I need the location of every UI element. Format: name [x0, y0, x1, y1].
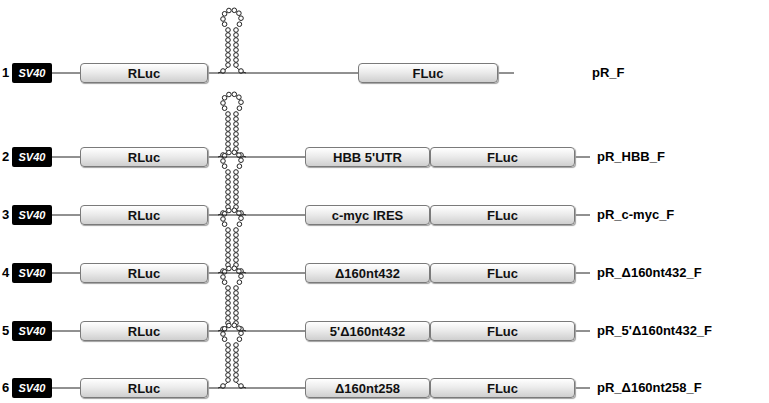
- box-label: SV40: [19, 151, 46, 163]
- box-label: RLuc: [128, 150, 161, 165]
- dna-line: [208, 157, 305, 158]
- box-label: SV40: [19, 382, 46, 394]
- reporter-gene: FLuc: [358, 63, 498, 83]
- promoter-box: SV40: [12, 321, 52, 341]
- promoter-box: SV40: [12, 147, 52, 167]
- row-number: 3: [2, 207, 9, 223]
- box-label: Δ160nt258: [335, 381, 400, 396]
- box-label: RLuc: [128, 381, 161, 396]
- reporter-gene: FLuc: [430, 263, 575, 283]
- tail-line: [498, 73, 514, 74]
- dna-line: [208, 73, 358, 74]
- promoter-box: SV40: [12, 205, 52, 225]
- reporter-gene: RLuc: [80, 378, 208, 398]
- reporter-gene: RLuc: [80, 263, 208, 283]
- dna-line: [208, 215, 305, 216]
- construct-name: pR_F: [592, 65, 625, 81]
- box-label: FLuc: [487, 150, 518, 165]
- dna-line: [52, 73, 80, 74]
- construct-name: pR_HBB_F: [597, 149, 665, 165]
- box-label: FLuc: [487, 266, 518, 281]
- dna-line: [208, 331, 305, 332]
- construct-name: pR_Δ160nt258_F: [597, 380, 702, 396]
- row-number: 2: [2, 149, 9, 165]
- box-label: 5'Δ160nt432: [330, 324, 405, 339]
- dna-line: [52, 331, 80, 332]
- box-label: FLuc: [487, 324, 518, 339]
- box-label: FLuc: [487, 208, 518, 223]
- tail-line: [575, 157, 590, 158]
- tail-line: [575, 331, 590, 332]
- insert-element: Δ160nt258: [305, 378, 430, 398]
- rna-hairpin: [218, 266, 246, 331]
- box-label: HBB 5'UTR: [333, 150, 402, 165]
- dna-line: [52, 215, 80, 216]
- insert-element: Δ160nt432: [305, 263, 430, 283]
- box-label: FLuc: [412, 66, 443, 81]
- reporter-gene: FLuc: [430, 147, 575, 167]
- reporter-gene: FLuc: [430, 378, 575, 398]
- dna-line: [52, 273, 80, 274]
- rna-hairpin: [218, 8, 246, 73]
- insert-element: 5'Δ160nt432: [305, 321, 430, 341]
- box-label: RLuc: [128, 208, 161, 223]
- tail-line: [575, 388, 590, 389]
- promoter-box: SV40: [12, 263, 52, 283]
- box-label: c-myc IRES: [332, 208, 404, 223]
- box-label: SV40: [19, 209, 46, 221]
- reporter-gene: FLuc: [430, 321, 575, 341]
- reporter-gene: FLuc: [430, 205, 575, 225]
- box-label: SV40: [19, 67, 46, 79]
- rna-hairpin: [218, 92, 246, 157]
- box-label: Δ160nt432: [335, 266, 400, 281]
- dna-line: [52, 157, 80, 158]
- dna-line: [208, 273, 305, 274]
- box-label: SV40: [19, 267, 46, 279]
- tail-line: [575, 215, 590, 216]
- box-label: RLuc: [128, 266, 161, 281]
- row-number: 6: [2, 380, 9, 396]
- insert-element: c-myc IRES: [305, 205, 430, 225]
- dna-line: [208, 388, 305, 389]
- box-label: RLuc: [128, 66, 161, 81]
- box-label: RLuc: [128, 324, 161, 339]
- box-label: FLuc: [487, 381, 518, 396]
- row-number: 4: [2, 265, 9, 281]
- insert-element: HBB 5'UTR: [305, 147, 430, 167]
- construct-name: pR_Δ160nt432_F: [597, 265, 702, 281]
- dna-line: [52, 388, 80, 389]
- tail-line: [575, 273, 590, 274]
- row-number: 1: [2, 65, 9, 81]
- reporter-gene: RLuc: [80, 205, 208, 225]
- reporter-gene: RLuc: [80, 321, 208, 341]
- box-label: SV40: [19, 325, 46, 337]
- reporter-gene: RLuc: [80, 63, 208, 83]
- row-number: 5: [2, 323, 9, 339]
- construct-name: pR_c-myc_F: [597, 207, 674, 223]
- promoter-box: SV40: [12, 63, 52, 83]
- rna-hairpin: [218, 150, 246, 215]
- rna-hairpin: [218, 208, 246, 273]
- reporter-gene: RLuc: [80, 147, 208, 167]
- rna-hairpin: [218, 323, 246, 388]
- construct-name: pR_5'Δ160nt432_F: [597, 323, 712, 339]
- promoter-box: SV40: [12, 378, 52, 398]
